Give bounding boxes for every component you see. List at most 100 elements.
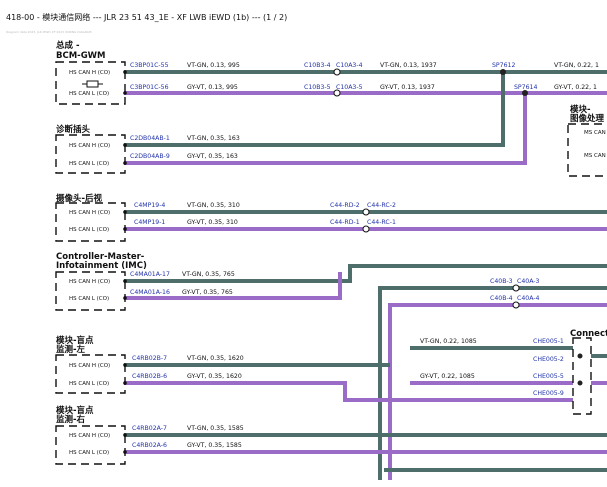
pin-dot bbox=[123, 210, 127, 214]
module-box-cam bbox=[55, 202, 126, 242]
pin-bcm-l-mid: C10B3-5 bbox=[304, 84, 331, 91]
module-box-bsl bbox=[55, 354, 126, 394]
wire-label-bcm-h3: VT-GN, 0.22, 1 bbox=[554, 62, 599, 69]
pin-che-1: CHE005-1 bbox=[533, 338, 564, 345]
pin-imc-h-mid2: C40A-3 bbox=[517, 278, 540, 285]
pin-dot bbox=[123, 363, 127, 367]
pin-dot bbox=[123, 70, 127, 74]
wire-diag-can-l bbox=[124, 93, 527, 165]
wire-label-bcm-l3: GY-VT, 0.22, 1 bbox=[554, 84, 597, 91]
pin-dot bbox=[123, 227, 127, 231]
pin-bsl-l: C4RB02B-6 bbox=[132, 373, 167, 380]
wire-diag-can-h bbox=[124, 72, 505, 147]
wire-label-che-h: VT-GN, 0.22, 1085 bbox=[420, 338, 477, 345]
wire-label-diag-l: GY-VT, 0.35, 163 bbox=[187, 153, 238, 160]
pin-cam-l-mid: C44-RD-1 bbox=[330, 219, 360, 226]
wire-label-bsr-h: VT-GN, 0.35, 1585 bbox=[187, 425, 244, 432]
pin-che-5: CHE005-5 bbox=[533, 373, 564, 380]
module-title-imc-2: Infotainment (IMC) bbox=[56, 261, 147, 271]
wire-label-diag-h: VT-GN, 0.35, 163 bbox=[187, 135, 240, 142]
signal-cam-h: HS CAN H (CO) bbox=[69, 210, 110, 216]
wire-label-bcm-h2: VT-GN, 0.13, 1937 bbox=[380, 62, 437, 69]
wire-imc-can-l bbox=[124, 272, 342, 300]
inline-connector-imc-l bbox=[512, 301, 520, 309]
pin-che-2: CHE005-2 bbox=[533, 356, 564, 363]
module-title-diag: 诊断插头 bbox=[56, 124, 91, 135]
signal-bsl-h: HS CAN H (CO) bbox=[69, 363, 110, 369]
pin-imc-l: C4MA01A-16 bbox=[130, 289, 170, 296]
signal-img-h: MS CAN bbox=[584, 130, 606, 136]
module-box-diag bbox=[55, 134, 126, 174]
signal-bsr-l: HS CAN L (CO) bbox=[69, 450, 109, 456]
pin-imc-l-mid2: C40A-4 bbox=[517, 295, 540, 302]
wire-label-bsr-l: GY-VT, 0.35, 1585 bbox=[187, 442, 242, 449]
module-box-bcm bbox=[55, 61, 126, 105]
module-box-conn bbox=[572, 337, 592, 415]
module-title-img: 模块- bbox=[570, 104, 591, 115]
wire-label-bsl-l: GY-VT, 0.35, 1620 bbox=[187, 373, 242, 380]
pin-bcm-h-mid: C10B3-4 bbox=[304, 62, 331, 69]
wire-label-bsl-h: VT-GN, 0.35, 1620 bbox=[187, 355, 244, 362]
inline-connector-bcm-l bbox=[333, 89, 341, 97]
pin-dot bbox=[123, 161, 127, 165]
splice-point-che-l bbox=[577, 380, 583, 386]
signal-imc-h: HS CAN H (CO) bbox=[69, 279, 110, 285]
wire-label-imc-h: VT-GN, 0.35, 765 bbox=[182, 271, 235, 278]
pin-cam-h-mid2: C44-RC-2 bbox=[367, 202, 396, 209]
pin-dot bbox=[123, 143, 127, 147]
inline-connector-bcm-h bbox=[333, 68, 341, 76]
signal-diag-h: HS CAN H (CO) bbox=[69, 143, 110, 149]
pin-bsl-h: C4RB02B-7 bbox=[132, 355, 167, 362]
splice-point-sp7612 bbox=[500, 69, 506, 75]
wire-label-imc-l: GY-VT, 0.35, 765 bbox=[182, 289, 233, 296]
wire-label-bcm-h: VT-GN, 0.13, 995 bbox=[187, 62, 240, 69]
pin-diag-l: C2DB04AB-9 bbox=[130, 153, 170, 160]
pin-bcm-h: C3BP01C-55 bbox=[130, 62, 169, 69]
module-title-bcm-2: BCM-GWM bbox=[56, 51, 106, 61]
pin-bcm-l-mid2: C10A3-5 bbox=[336, 84, 363, 91]
pin-bcm-l: C3BP01C-56 bbox=[130, 84, 169, 91]
signal-bsr-h: HS CAN H (CO) bbox=[69, 433, 110, 439]
wire-imc-can-h bbox=[124, 264, 607, 283]
pin-dot bbox=[123, 279, 127, 283]
module-title-conn: Connect bbox=[570, 329, 607, 339]
splice-label-2: SP7614 bbox=[514, 84, 537, 91]
signal-bcm-l: HS CAN L (CO) bbox=[69, 91, 109, 97]
wire-imc-link-h bbox=[378, 286, 607, 480]
module-title-bsl: 模块-盲点 bbox=[56, 335, 94, 346]
diagram-header: 418-00 - 模块通信网络 --- JLR 23 51 43_1E - XF… bbox=[6, 13, 288, 22]
pin-cam-h: C4MP19-4 bbox=[134, 202, 165, 209]
module-title-img-2: 图像处理 bbox=[570, 113, 605, 124]
module-box-bsr bbox=[55, 425, 126, 465]
module-box-imc bbox=[55, 271, 126, 311]
wire-label-bcm-l: GY-VT, 0.13, 995 bbox=[187, 84, 238, 91]
pin-che-9: CHE005-9 bbox=[533, 390, 564, 397]
splice-point-che-h bbox=[577, 353, 583, 359]
signal-cam-l: HS CAN L (CO) bbox=[69, 227, 109, 233]
diagram-subheader: Diagram data 2023, JLR iEWD XF 2023 WIRI… bbox=[6, 30, 92, 34]
pin-bsr-l: C4RB02A-6 bbox=[132, 442, 167, 449]
inline-connector-cam-h bbox=[362, 208, 370, 216]
signal-bcm-h: HS CAN H (CO) bbox=[69, 70, 110, 76]
signal-img-l: MS CAN bbox=[584, 153, 606, 159]
pin-dot bbox=[123, 450, 127, 454]
pin-imc-h: C4MA01A-17 bbox=[130, 271, 170, 278]
termination-resistor-icon bbox=[82, 80, 103, 88]
pin-cam-l: C4MP19-1 bbox=[134, 219, 165, 226]
splice-point-sp7614 bbox=[522, 90, 528, 96]
inline-connector-imc-h bbox=[512, 284, 520, 292]
wire-label-cam-l: GY-VT, 0.35, 310 bbox=[187, 219, 238, 226]
module-title-cam: 摄像头-后视 bbox=[56, 193, 103, 204]
inline-connector-cam-l bbox=[362, 225, 370, 233]
module-title-bcm: 总成 - bbox=[56, 40, 80, 51]
wire-label-che-l: GY-VT, 0.22, 1085 bbox=[420, 373, 475, 380]
module-title-bsl-2: 监测-左 bbox=[56, 344, 86, 355]
signal-bsl-l: HS CAN L (CO) bbox=[69, 381, 109, 387]
wire-label-cam-h: VT-GN, 0.35, 310 bbox=[187, 202, 240, 209]
pin-dot bbox=[123, 91, 127, 95]
splice-label-1: SP7612 bbox=[492, 62, 515, 69]
pin-bcm-h-mid2: C10A3-4 bbox=[336, 62, 363, 69]
module-title-imc: Controller-Master- bbox=[56, 252, 145, 262]
wire-bsl-can-l bbox=[124, 381, 573, 402]
